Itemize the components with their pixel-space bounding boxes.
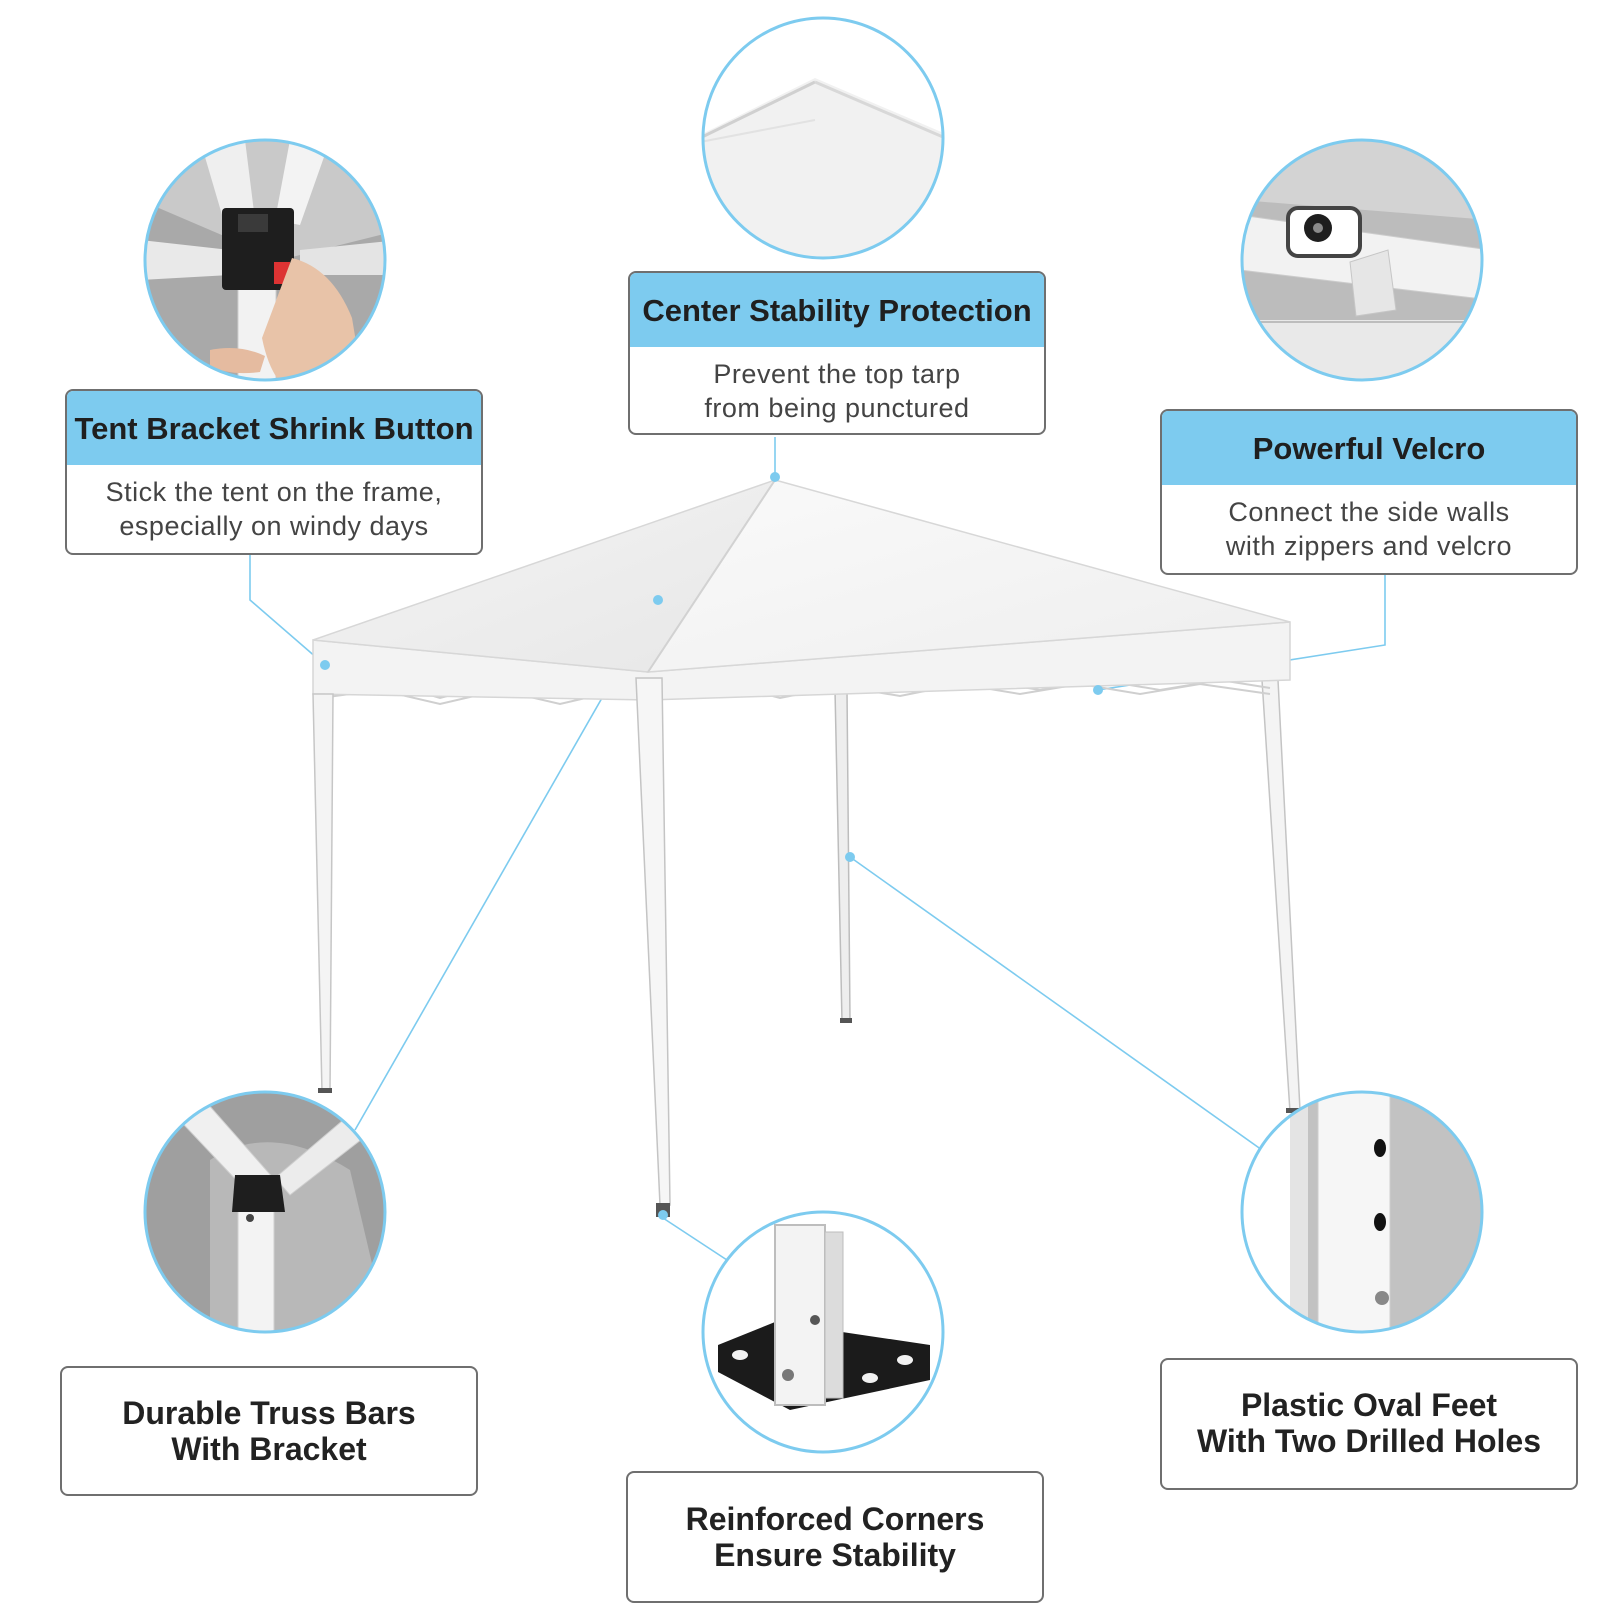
connector-corners	[662, 1217, 731, 1263]
tent-leg-back-right	[1261, 679, 1301, 1113]
tent	[312, 478, 1301, 1217]
title-line: With Two Drilled Holes	[1196, 1423, 1541, 1459]
description-line: Stick the tent on the frame,	[105, 477, 443, 507]
description-line: Prevent the top tarp	[713, 359, 961, 389]
description-line: with zippers and velcro	[1225, 531, 1513, 561]
callout-bracket-shrink-button: Tent Bracket Shrink Button Stick the ten…	[65, 389, 483, 555]
callout-title: Powerful Velcro	[1162, 411, 1576, 485]
callout-reinforced-corners: Reinforced Corners Ensure Stability	[626, 1471, 1044, 1603]
callout-title: Tent Bracket Shrink Button	[67, 391, 481, 465]
tent-leg-front-center	[635, 677, 671, 1206]
callout-title: Durable Truss Bars With Bracket	[62, 1368, 476, 1467]
description-line: especially on windy days	[119, 511, 429, 541]
connector-bracket	[249, 555, 326, 666]
detail-circle-corner	[701, 1210, 945, 1454]
callout-durable-truss-bars: Durable Truss Bars With Bracket	[60, 1366, 478, 1496]
callout-title: Center Stability Protection	[630, 273, 1044, 347]
detail-circle-truss	[143, 1090, 387, 1334]
description-line: from being punctured	[704, 393, 970, 423]
detail-circle-roof-top	[701, 16, 945, 260]
title-line: Durable Truss Bars	[122, 1395, 416, 1431]
callout-title: Plastic Oval Feet With Two Drilled Holes	[1162, 1360, 1576, 1459]
description-line: Connect the side walls	[1228, 497, 1510, 527]
title-line: Ensure Stability	[714, 1537, 956, 1573]
callout-powerful-velcro: Powerful Velcro Connect the side walls w…	[1160, 409, 1578, 575]
callout-title: Reinforced Corners Ensure Stability	[628, 1473, 1042, 1573]
title-line: Plastic Oval Feet	[1240, 1387, 1498, 1423]
detail-circle-velcro	[1240, 138, 1484, 382]
title-line: Reinforced Corners	[685, 1501, 985, 1537]
title-line: With Bracket	[171, 1431, 367, 1467]
callout-description: Prevent the top tarp from being puncture…	[630, 347, 1044, 425]
callout-plastic-oval-feet: Plastic Oval Feet With Two Drilled Holes	[1160, 1358, 1578, 1490]
tent-leg-front-left	[312, 693, 334, 1093]
callout-center-stability: Center Stability Protection Prevent the …	[628, 271, 1046, 435]
detail-circle-bracket	[143, 138, 387, 382]
connector-dots	[320, 472, 1103, 1220]
callout-description: Connect the side walls with zippers and …	[1162, 485, 1576, 563]
callout-description: Stick the tent on the frame, especially …	[67, 465, 481, 543]
connector-feet	[849, 856, 1263, 1151]
detail-circle-feet	[1240, 1090, 1484, 1334]
